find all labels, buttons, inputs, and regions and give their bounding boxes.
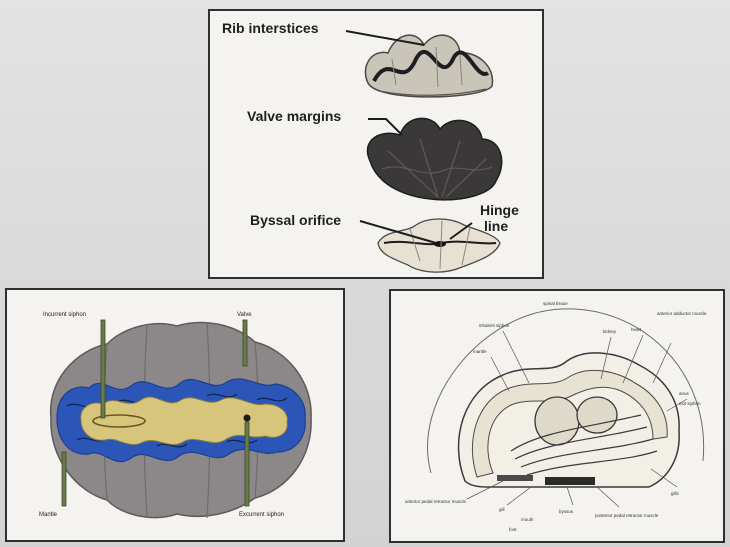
label-anterior-adductor: anterior adductor muscle [657, 311, 707, 316]
shell-hinge-view [378, 219, 500, 272]
mantle-illustration: Incurrent siphon Valve Mantle Excurrent … [7, 290, 347, 544]
label-anterior-pedal-retractor: anterior pedal retractor muscle [405, 499, 467, 504]
heart-organ [535, 397, 579, 445]
label-rib-interstices: Rib interstices [222, 20, 319, 36]
shell-illustration: Rib interstices Valve margins Byssal ori… [210, 11, 546, 281]
shell-side-view [365, 35, 492, 97]
label-valve: Valve [237, 312, 252, 318]
label-inhalent-siphon: inhalent siphon [479, 323, 510, 328]
label-mouth: mouth [521, 517, 534, 522]
label-spinal-tissue: spinal tissue [543, 301, 568, 306]
label-mantle-right: mantle [473, 349, 487, 354]
excurrent-opening [244, 415, 251, 422]
byssus-bundle [545, 477, 595, 485]
shell-top-view [367, 118, 501, 199]
label-valve-margins: Valve margins [247, 108, 341, 124]
label-gills: gills [671, 491, 680, 496]
giant-clam-shell-panel: Rib interstices Valve margins Byssal ori… [208, 9, 544, 279]
label-posterior-pedal-retractor: posterior pedal retractor muscle [595, 513, 659, 518]
anterior-pedal-retractor [497, 475, 533, 481]
clam-anatomy-panel: spinal tissue inhalent siphon mantle kid… [389, 289, 725, 543]
label-anus: anus [679, 391, 690, 396]
label-hinge-line-1: Hinge [480, 202, 519, 218]
label-hinge-line-2: line [484, 218, 508, 234]
label-byssus: byssus [559, 509, 574, 514]
label-heart: heart [631, 327, 642, 332]
clam-mantle-panel: Incurrent siphon Valve Mantle Excurrent … [5, 288, 345, 542]
label-foot: foot [509, 527, 517, 532]
anatomy-illustration: spinal tissue inhalent siphon mantle kid… [391, 291, 727, 545]
label-excurrent-siphon-right: exit siphon [679, 401, 701, 406]
label-kidney: kidney [603, 329, 617, 334]
label-incurrent-siphon: Incurrent siphon [43, 312, 86, 318]
label-gill: gill [499, 507, 505, 512]
label-mantle: Mantle [39, 512, 58, 518]
label-byssal-orifice: Byssal orifice [250, 212, 341, 228]
label-excurrent-siphon: Excurrent siphon [239, 512, 284, 518]
